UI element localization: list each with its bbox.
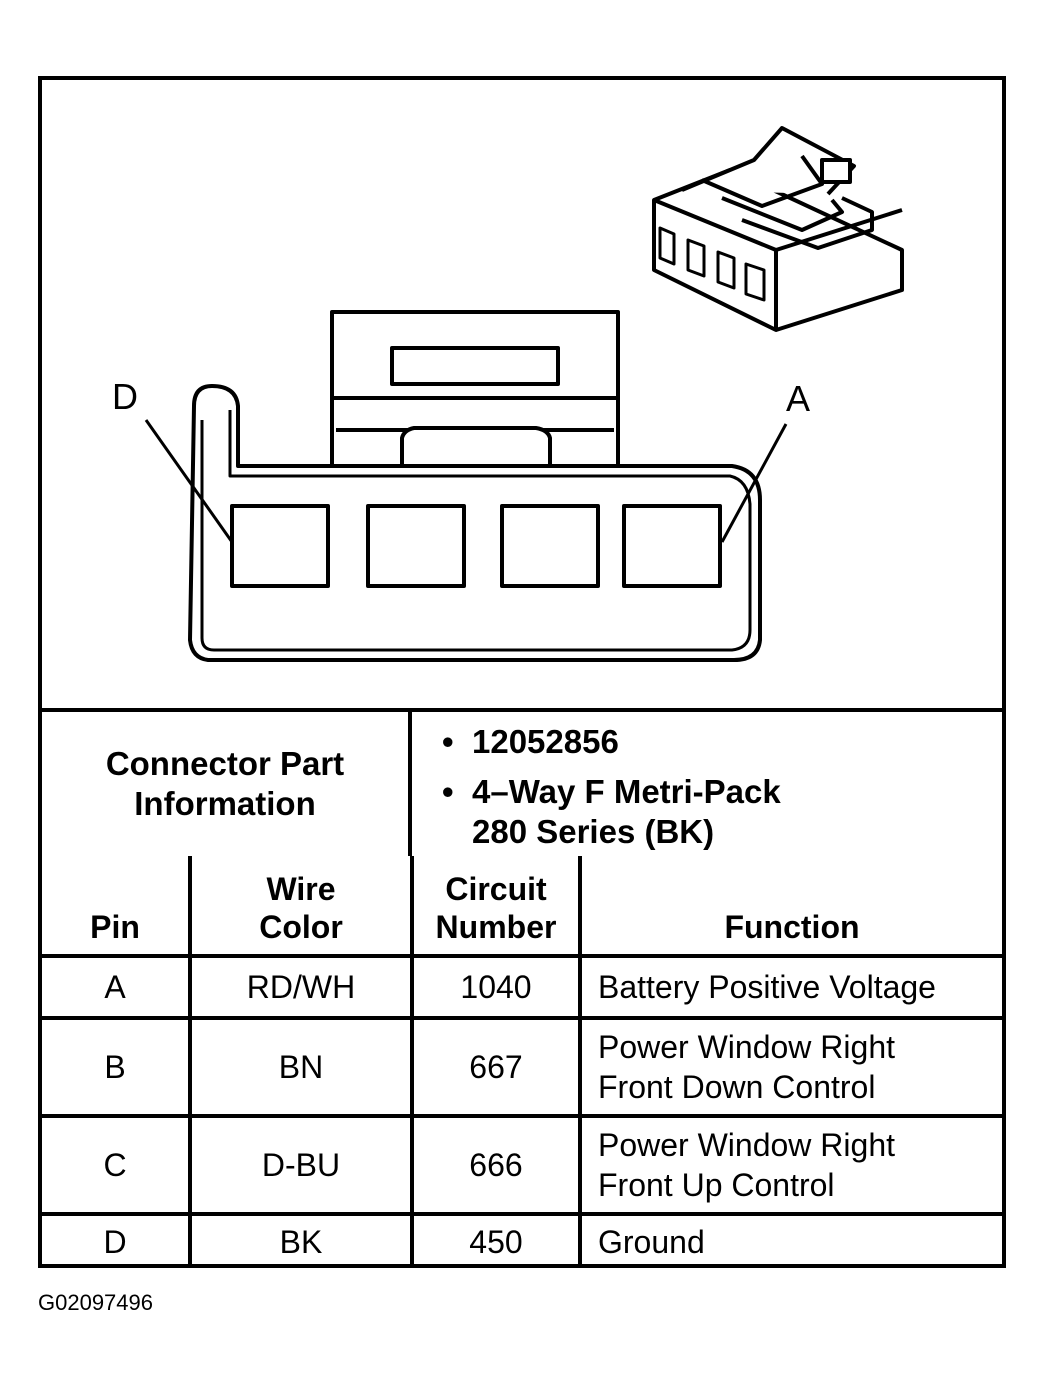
connector-info-label-line2: Information xyxy=(134,785,316,822)
wire-color-cell: RD/WH xyxy=(188,954,414,1020)
header-circuit-number: Circuit Number xyxy=(410,856,582,958)
connector-description-line1: 4–Way F Metri-Pack xyxy=(472,773,781,810)
circuit-cell: 666 xyxy=(410,1114,582,1216)
connector-info-label: Connector Part Information xyxy=(42,712,412,856)
pin-table-header: Pin Wire Color Circuit Number Function xyxy=(42,856,1002,958)
leader-line-a xyxy=(720,423,788,543)
pin-cell: D xyxy=(42,1212,192,1268)
wire-color-cell: D-BU xyxy=(188,1114,414,1216)
part-number: 12052856 xyxy=(472,723,619,760)
connector-drawing xyxy=(144,126,904,662)
pin-cell: B xyxy=(42,1016,192,1118)
header-function: Function xyxy=(578,856,1002,958)
table-row: B BN 667 Power Window Right Front Down C… xyxy=(42,1016,1002,1118)
bullet-icon: • xyxy=(442,773,454,810)
wire-color-cell: BN xyxy=(188,1016,414,1118)
header-circuit-line2: Number xyxy=(435,909,557,945)
header-wire-color: Wire Color xyxy=(188,856,414,958)
circuit-cell: 450 xyxy=(410,1212,582,1268)
header-pin: Pin xyxy=(42,856,192,958)
function-cell: Power Window Right Front Down Control xyxy=(578,1016,1002,1118)
pin-label-d: D xyxy=(112,376,138,417)
connector-description-item: • 4–Way F Metri-Pack 280 Series (BK) xyxy=(442,772,1002,852)
table-row: C D-BU 666 Power Window Right Front Up C… xyxy=(42,1114,1002,1216)
wire-color-cell: BK xyxy=(188,1212,414,1268)
table-row: D BK 450 Ground xyxy=(42,1212,1002,1268)
pin-cell: A xyxy=(42,954,192,1020)
connector-part-info: Connector Part Information • 12052856 • … xyxy=(42,708,1002,856)
header-wire-color-line2: Color xyxy=(259,909,343,945)
connector-diagram: D A xyxy=(42,80,1002,708)
function-cell: Ground xyxy=(578,1212,1002,1268)
pin-table: Pin Wire Color Circuit Number Function A… xyxy=(42,856,1002,1268)
part-number-item: • 12052856 xyxy=(442,722,1002,762)
connector-latch xyxy=(330,310,620,472)
function-line1: Power Window Right xyxy=(598,1029,895,1065)
table-row: A RD/WH 1040 Battery Positive Voltage xyxy=(42,954,1002,1020)
function-line1: Power Window Right xyxy=(598,1127,895,1163)
connector-cavities xyxy=(230,504,722,588)
connector-figure-frame: D A Connector Part Information • 1205285… xyxy=(38,76,1006,1268)
function-line1: Ground xyxy=(598,1224,705,1260)
leader-line-d xyxy=(144,419,234,543)
connector-iso-drawing xyxy=(652,126,904,332)
header-wire-color-line1: Wire xyxy=(266,871,336,907)
function-cell: Battery Positive Voltage xyxy=(578,954,1002,1020)
pin-cell: C xyxy=(42,1114,192,1216)
bullet-icon: • xyxy=(442,723,454,760)
connector-description-line2: 280 Series (BK) xyxy=(472,813,715,850)
connector-body xyxy=(188,384,762,662)
function-cell: Power Window Right Front Up Control xyxy=(578,1114,1002,1216)
header-circuit-line1: Circuit xyxy=(445,871,547,907)
function-line2: Front Up Control xyxy=(598,1167,835,1203)
connector-info-values: • 12052856 • 4–Way F Metri-Pack 280 Seri… xyxy=(412,712,1002,856)
figure-id: G02097496 xyxy=(38,1290,153,1315)
circuit-cell: 1040 xyxy=(410,954,582,1020)
function-line2: Front Down Control xyxy=(598,1069,876,1105)
function-line1: Battery Positive Voltage xyxy=(598,969,936,1005)
connector-info-label-line1: Connector Part xyxy=(105,745,345,782)
pin-label-a: A xyxy=(786,378,811,419)
circuit-cell: 667 xyxy=(410,1016,582,1118)
